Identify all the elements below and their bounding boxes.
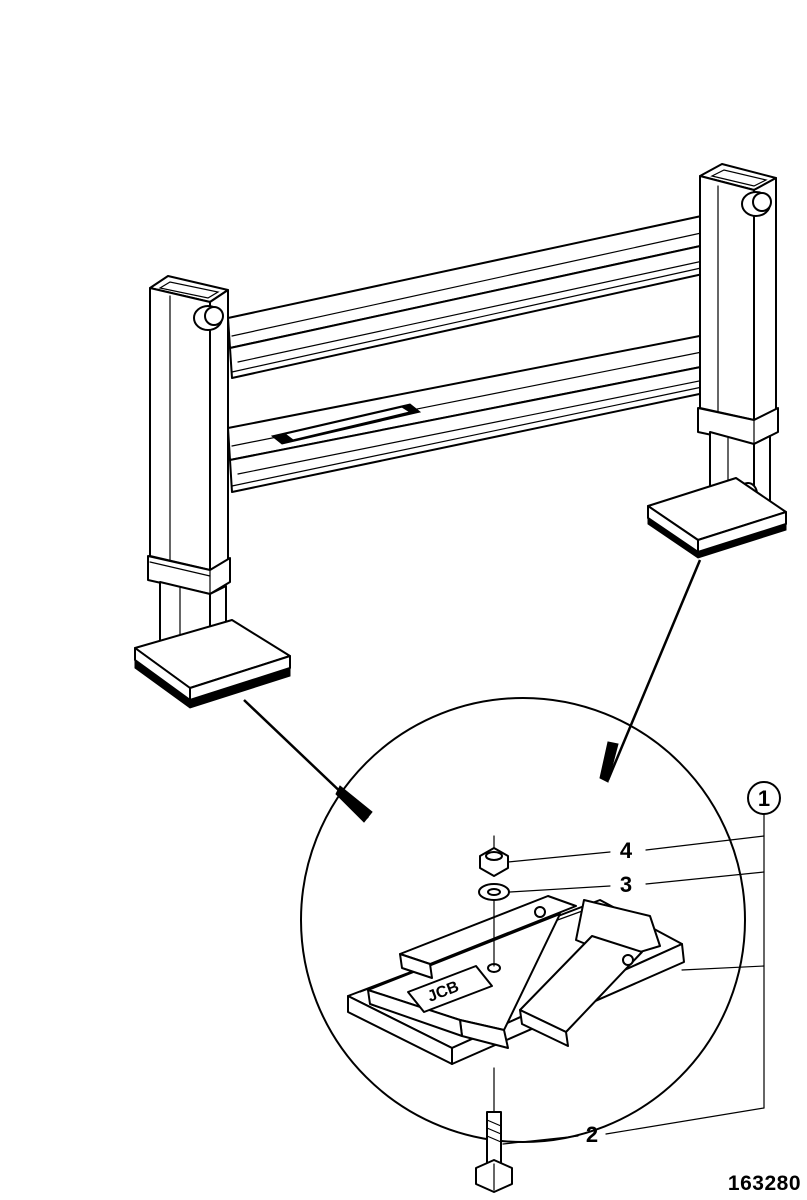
- callout-2: 2: [503, 1122, 598, 1147]
- svg-text:1: 1: [758, 786, 770, 811]
- nut: [480, 836, 508, 876]
- callout-3: 3: [510, 872, 632, 897]
- foot-detail: JCB: [348, 896, 684, 1064]
- bolt: [476, 1068, 512, 1192]
- barrier-rail-assembly: [135, 164, 786, 708]
- right-post: [648, 164, 786, 558]
- svg-text:4: 4: [620, 838, 633, 863]
- callout-4: 4: [508, 838, 633, 863]
- svg-text:2: 2: [586, 1122, 598, 1147]
- upper-rail: [228, 212, 730, 378]
- callout-1: 1: [606, 782, 780, 1134]
- svg-text:3: 3: [620, 872, 632, 897]
- figure-number: 163280: [728, 1172, 801, 1195]
- left-post: [135, 276, 290, 708]
- detail-leaders: [244, 560, 700, 822]
- washer: [479, 884, 509, 900]
- lower-rail: [228, 332, 728, 492]
